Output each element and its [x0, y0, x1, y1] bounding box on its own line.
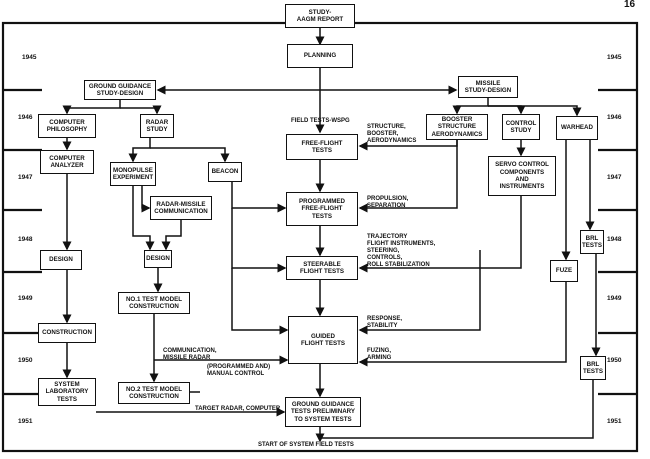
no1-test-model-box: NO.1 TEST MODEL CONSTRUCTION — [118, 292, 190, 314]
connector-21 — [231, 268, 289, 335]
year-1946-right: 1946 — [607, 114, 622, 121]
design-mid-box: DESIGN — [144, 250, 172, 268]
year-1951-left: 1951 — [18, 418, 33, 425]
target-radar-note: TARGET RADAR, COMPUTER — [195, 406, 281, 412]
ground-guidance-study-box: GROUND GUIDANCE STUDY-DESIGN — [84, 80, 156, 100]
connector-22 — [358, 140, 458, 213]
year-1945-right: 1945 — [607, 54, 622, 61]
programmed-manual-note: (PROGRAMMED AND) MANUAL CONTROL — [207, 364, 271, 377]
connector-20 — [231, 208, 287, 273]
guided-flight-box: GUIDED FLIGHT TESTS — [288, 316, 358, 364]
booster-structure-box: BOOSTER STRUCTURE AERODYNAMICS — [426, 114, 488, 140]
fuzing-note: FUZING, ARMING — [367, 348, 392, 361]
year-1949-right: 1949 — [607, 295, 622, 302]
connector-6 — [452, 98, 489, 115]
connector-11 — [150, 147, 230, 163]
communication-note: COMMUNICATION, MISSILE RADAR — [163, 348, 217, 361]
connector-19 — [231, 182, 287, 213]
structure-note: STRUCTURE, BOOSTER, AERODYNAMICS — [367, 124, 417, 144]
connector-lines — [62, 28, 601, 443]
construction-box: CONSTRUCTION — [38, 323, 96, 343]
free-flight-box: FREE-FLIGHT TESTS — [286, 134, 358, 160]
connector-18 — [161, 220, 182, 251]
brl-tests-1-box: BRL TESTS — [580, 230, 604, 254]
field-tests-label: FIELD TESTS-WSPG — [291, 118, 350, 124]
radar-missile-box: RADAR-MISSILE COMMUNICATION — [150, 196, 212, 220]
response-note: RESPONSE, STABILITY — [367, 316, 403, 329]
connector-30 — [358, 250, 481, 335]
year-1951-right: 1951 — [607, 418, 622, 425]
connector-31 — [358, 282, 567, 367]
connector-5 — [120, 105, 162, 115]
brl-tests-2-box: BRL TESTS — [580, 356, 606, 380]
year-ticks — [3, 88, 637, 396]
programmed-free-flight-box: PROGRAMMED FREE-FLIGHT TESTS — [286, 192, 358, 226]
year-1946-left: 1946 — [18, 114, 33, 121]
connector-10 — [128, 138, 151, 163]
connector-7 — [488, 105, 526, 115]
study-report-box: STUDY- AAGM REPORT — [285, 4, 355, 28]
radar-study-box: RADAR STUDY — [140, 114, 174, 138]
monopulse-box: MONOPULSE EXPERIMENT — [110, 162, 156, 186]
design-left-box: DESIGN — [40, 250, 82, 270]
year-1947-left: 1947 — [18, 174, 33, 181]
year-1950-left: 1950 — [18, 357, 33, 364]
connector-16 — [132, 186, 155, 251]
connector-39 — [320, 380, 594, 439]
year-1945-left: 1945 — [22, 54, 37, 61]
year-1947-right: 1947 — [607, 174, 622, 181]
planning-box: PLANNING — [287, 44, 353, 68]
connector-24 — [358, 196, 522, 273]
computer-analyzer-box: COMPUTER ANALYZER — [40, 150, 94, 174]
start-system-label: START OF SYSTEM FIELD TESTS — [258, 442, 354, 448]
year-1948-left: 1948 — [18, 236, 33, 243]
year-1950-right: 1950 — [607, 357, 622, 364]
servo-control-box: SERVO CONTROL COMPONENTS AND INSTRUMENTS — [488, 156, 556, 196]
ground-guidance-tests-box: GROUND GUIDANCE TESTS PRELIMINARY TO SYS… — [285, 397, 361, 427]
connector-4 — [62, 100, 121, 115]
fuze-box: FUZE — [550, 260, 578, 282]
connector-8 — [488, 105, 582, 117]
connector-17 — [141, 186, 151, 213]
trajectory-note: TRAJECTORY FLIGHT INSTRUMENTS, STEERING,… — [367, 234, 436, 268]
warhead-box: WARHEAD — [556, 116, 598, 140]
system-lab-box: SYSTEM LABORATORY TESTS — [38, 378, 96, 406]
steerable-box: STEERABLE FLIGHT TESTS — [286, 256, 358, 280]
propulsion-note: PROPULSION, SEPARATION — [367, 196, 409, 209]
computer-philosophy-box: COMPUTER PHILOSOPHY — [38, 114, 96, 138]
page-number: 16 — [624, 0, 636, 10]
beacon-box: BEACON — [208, 162, 242, 182]
control-study-box: CONTROL STUDY — [502, 114, 540, 140]
missile-study-box: MISSILE STUDY-DESIGN — [458, 76, 518, 98]
no2-test-model-box: NO.2 TEST MODEL CONSTRUCTION — [118, 382, 190, 404]
year-1948-right: 1948 — [607, 236, 622, 243]
year-1949-left: 1949 — [18, 295, 33, 302]
